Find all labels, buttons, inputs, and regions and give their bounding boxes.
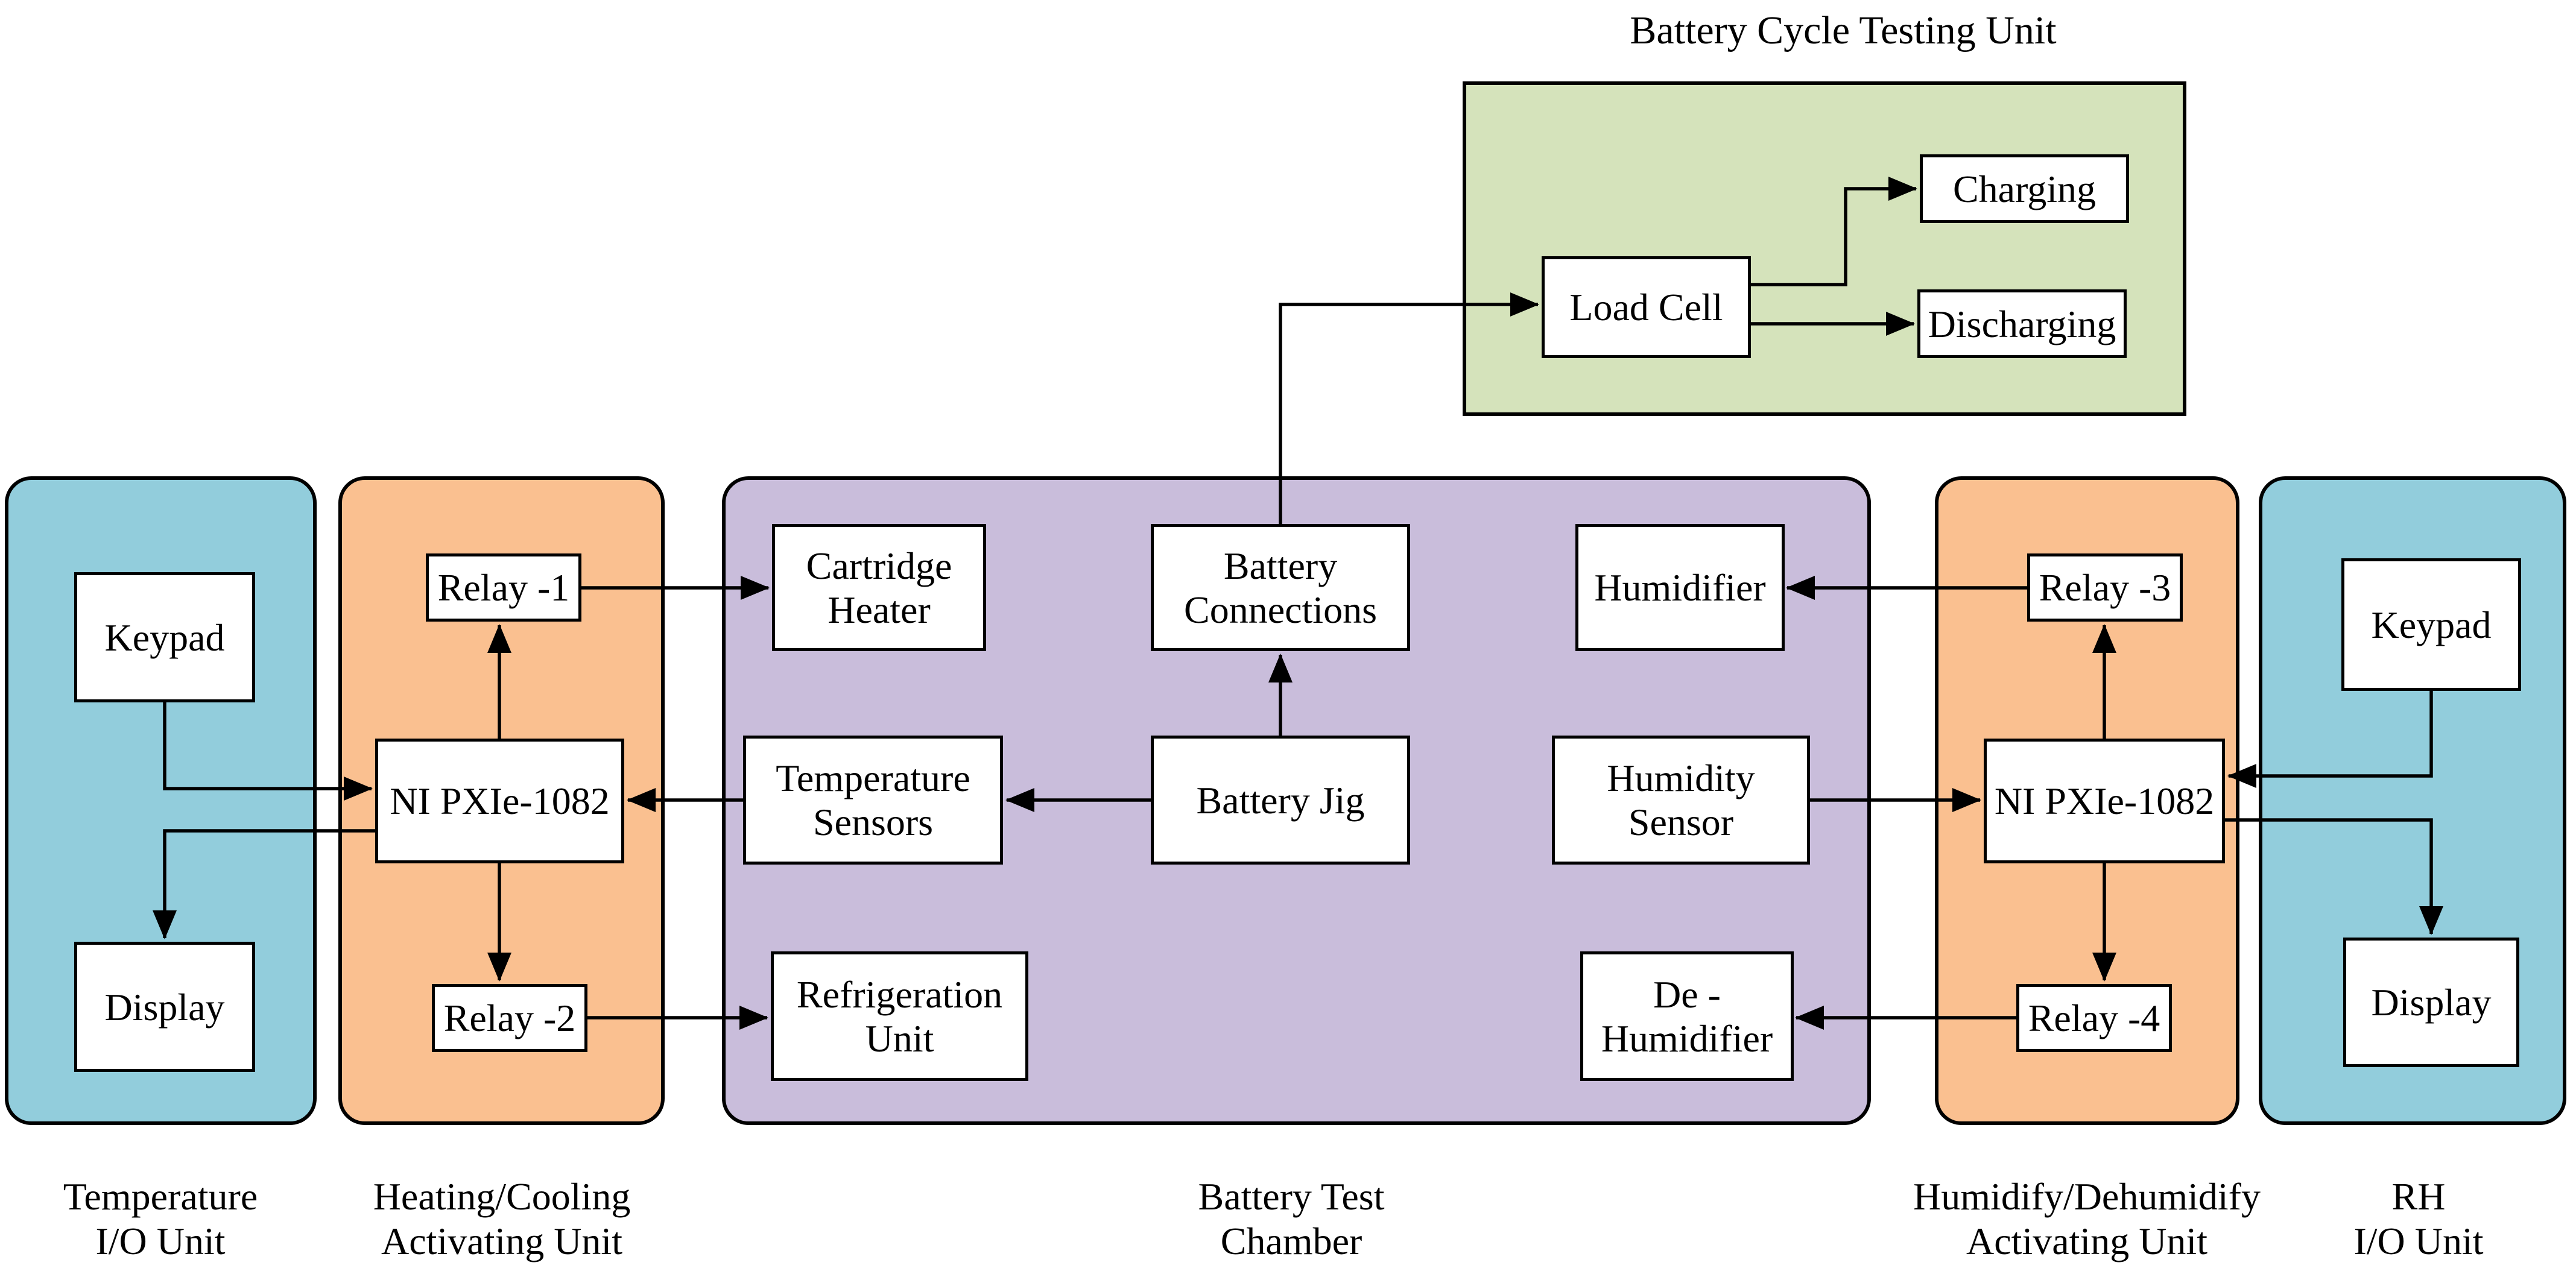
node-temperature-sensors-line2: Sensors	[812, 801, 934, 843]
node-display-left-label: Display	[104, 985, 225, 1029]
diagram-title: Battery Cycle Testing Unit	[1630, 8, 2057, 52]
node-display-right-label: Display	[2371, 981, 2492, 1024]
node-de-humidifier: De - Humidifier	[1580, 951, 1794, 1081]
node-ni-pxie-right: NI PXIe-1082	[1984, 739, 2225, 863]
node-display-left: Display	[74, 942, 255, 1072]
node-discharging: Discharging	[1917, 289, 2127, 358]
node-battery-jig: Battery Jig	[1151, 736, 1410, 865]
node-relay-2-label: Relay -2	[443, 997, 576, 1039]
node-ni-pxie-left: NI PXIe-1082	[375, 739, 624, 863]
node-keypad-left: Keypad	[74, 572, 255, 702]
node-discharging-label: Discharging	[1928, 302, 2116, 345]
label-humidify-dehumidify-line1: Humidify/Dehumidify	[1913, 1175, 2261, 1218]
label-humidify-dehumidify-unit: Humidify/Dehumidify Activating Unit	[1913, 1174, 2261, 1264]
node-de-humidifier-line2: Humidifier	[1601, 1017, 1773, 1060]
node-humidifier: Humidifier	[1575, 524, 1785, 651]
label-battery-test-chamber-line2: Chamber	[1220, 1220, 1362, 1262]
node-ni-pxie-right-label: NI PXIe-1082	[1994, 780, 2215, 822]
wire-nipxie-left-to-display-left	[153, 829, 375, 939]
node-humidity-sensor-line1: Humidity	[1607, 757, 1755, 799]
label-temperature-io-line1: Temperature	[63, 1175, 258, 1218]
node-battery-jig-label: Battery Jig	[1196, 778, 1365, 822]
label-heating-cooling-line2: Activating Unit	[381, 1220, 622, 1262]
node-humidifier-label: Humidifier	[1594, 566, 1766, 609]
label-temperature-io-unit: Temperature I/O Unit	[63, 1174, 258, 1264]
node-cartridge-heater: Cartridge Heater	[772, 524, 986, 651]
node-temperature-sensors-line1: Temperature	[776, 757, 970, 799]
label-rh-io-line2: I/O Unit	[2353, 1220, 2484, 1262]
wire-nipxie-right-to-display-right	[2225, 818, 2443, 935]
node-relay-1: Relay -1	[426, 553, 581, 622]
node-relay-3-label: Relay -3	[2039, 566, 2171, 609]
node-cartridge-heater-line2: Heater	[828, 588, 931, 631]
node-keypad-left-label: Keypad	[104, 616, 225, 659]
node-battery-connections: Battery Connections	[1151, 524, 1410, 651]
node-relay-4-label: Relay -4	[2028, 997, 2160, 1039]
node-battery-connections-line1: Battery	[1223, 544, 1338, 587]
node-load-cell: Load Cell	[1542, 256, 1751, 358]
node-refrigeration-unit-line2: Unit	[865, 1017, 934, 1060]
node-relay-1-label: Relay -1	[437, 566, 570, 609]
label-heating-cooling-unit: Heating/Cooling Activating Unit	[373, 1174, 631, 1264]
node-humidity-sensor-line2: Sensor	[1628, 801, 1734, 843]
node-humidity-sensor: Humidity Sensor	[1552, 736, 1810, 865]
node-relay-4: Relay -4	[2016, 984, 2172, 1052]
node-cartridge-heater-line1: Cartridge	[806, 544, 952, 587]
node-refrigeration-unit-line1: Refrigeration	[796, 972, 1003, 1016]
node-relay-3: Relay -3	[2027, 553, 2183, 622]
node-keypad-right-label: Keypad	[2371, 603, 2492, 646]
label-battery-test-chamber-line1: Battery Test	[1198, 1175, 1385, 1218]
wire-load-cell-to-charging	[1751, 177, 1917, 286]
node-keypad-right: Keypad	[2341, 558, 2521, 691]
label-rh-io-line1: RH	[2391, 1175, 2446, 1218]
node-ni-pxie-left-label: NI PXIe-1082	[390, 780, 610, 822]
label-battery-test-chamber: Battery Test Chamber	[1198, 1174, 1385, 1264]
wire-battery-connections-to-load-cell	[1279, 292, 1539, 524]
node-relay-2: Relay -2	[432, 984, 587, 1052]
label-rh-io-unit: RH I/O Unit	[2353, 1174, 2483, 1264]
label-heating-cooling-line1: Heating/Cooling	[373, 1175, 631, 1218]
node-battery-connections-line2: Connections	[1184, 588, 1377, 631]
node-refrigeration-unit: Refrigeration Unit	[771, 951, 1028, 1081]
node-charging: Charging	[1920, 154, 2129, 223]
label-humidify-dehumidify-line2: Activating Unit	[1966, 1220, 2207, 1262]
node-charging-label: Charging	[1952, 167, 2097, 210]
node-temperature-sensors: Temperature Sensors	[743, 736, 1003, 865]
label-temperature-io-line2: I/O Unit	[95, 1220, 226, 1262]
unit-battery-cycle-testing	[1463, 81, 2186, 416]
node-load-cell-label: Load Cell	[1569, 286, 1723, 329]
wire-keypad-left-to-nipxie-left	[163, 702, 373, 801]
node-de-humidifier-line1: De -	[1653, 972, 1721, 1016]
wire-keypad-right-to-nipxie-right	[2227, 691, 2433, 788]
node-display-right: Display	[2343, 938, 2519, 1067]
